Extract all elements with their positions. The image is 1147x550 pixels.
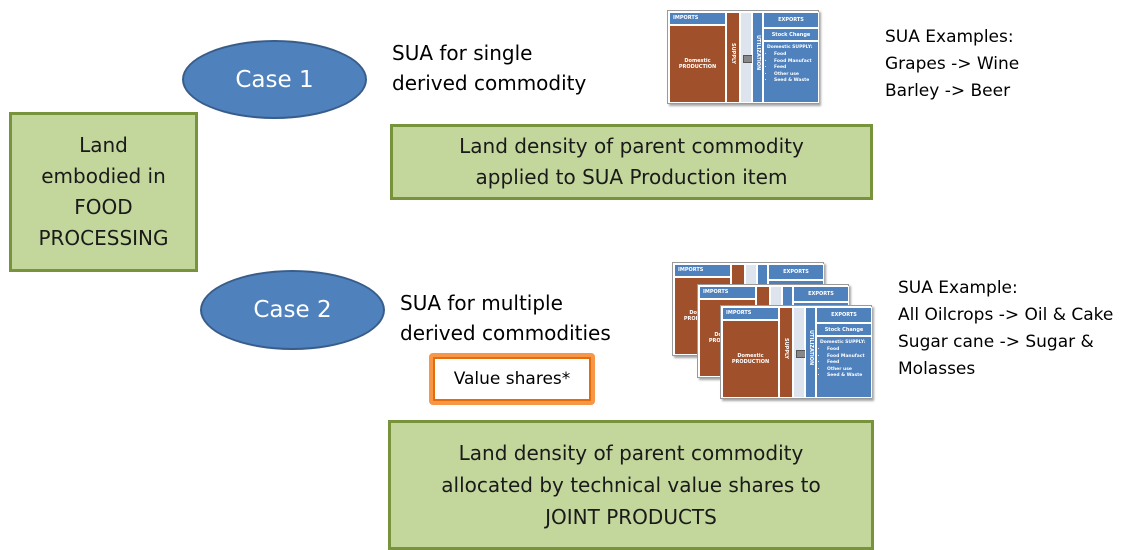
- case-2-sua-line-2: derived commodities: [400, 321, 611, 345]
- case-2-example-3: Molasses: [898, 359, 976, 379]
- sua-use-item: Food Manufact: [774, 59, 815, 66]
- sua-supply: SUPPLY: [730, 43, 736, 65]
- case-2-result-line-3: JOINT PRODUCTS: [545, 505, 717, 529]
- case-2-example-2: Sugar cane -> Sugar &: [898, 332, 1094, 352]
- sua-use-item: Feed: [827, 360, 868, 367]
- sua-domestic-supply: Domestic SUPPLY: Food Food Manufact Feed…: [763, 41, 819, 103]
- case-2-examples: SUA Example: All Oilcrops -> Oil & Cake …: [898, 275, 1113, 383]
- sua-supply-column: SUPPLY: [779, 307, 793, 398]
- value-shares-label: Value shares*: [433, 357, 591, 401]
- sua-exports: EXPORTS: [793, 286, 849, 302]
- food-processing-box: Land embodied in FOOD PROCESSING: [9, 112, 198, 272]
- sua-imports: IMPORTS: [699, 286, 756, 299]
- food-processing-line-4: PROCESSING: [38, 226, 169, 250]
- sua-use-item: Food: [827, 347, 868, 354]
- case-1-result-line-1: Land density of parent commodity: [459, 134, 804, 158]
- value-shares-box: Value shares*: [429, 353, 595, 405]
- case-2-sua-text: SUA for multiple derived commodities: [400, 288, 611, 348]
- sua-imports: IMPORTS: [722, 307, 779, 320]
- case-2-example-1: All Oilcrops -> Oil & Cake: [898, 305, 1114, 325]
- sua-utilization-column: UTILIZATION: [752, 12, 763, 103]
- case-2-result-line-2: allocated by technical value shares to: [441, 473, 821, 497]
- case-1-result-box: Land density of parent commodity applied…: [390, 124, 873, 200]
- sua-production: Domestic PRODUCTION: [722, 320, 779, 398]
- sua-utilization: UTILIZATION: [755, 35, 761, 71]
- sua-exports: EXPORTS: [763, 12, 819, 28]
- case-1-ellipse: Case 1: [182, 40, 367, 119]
- case-1-result-line-2: applied to SUA Production item: [475, 165, 788, 189]
- food-processing-line-3: FOOD: [74, 195, 133, 219]
- case-1-label: Case 1: [235, 66, 314, 93]
- sua-balance-column: [793, 307, 806, 398]
- case-2-result-line-1: Land density of parent commodity: [458, 441, 804, 465]
- sua-utilization-column: UTILIZATION: [805, 307, 816, 398]
- sua-use-item: Food: [774, 52, 815, 59]
- sua-domestic-supply: Domestic SUPPLY: Food Food Manufact Feed…: [816, 336, 872, 398]
- case-1-examples: SUA Examples: Grapes -> Wine Barley -> B…: [885, 24, 1019, 105]
- sua-stock-change: Stock Change: [816, 323, 872, 336]
- sua-imports: IMPORTS: [669, 12, 726, 25]
- case-1-sua-line-2: derived commodity: [392, 71, 587, 95]
- sua-production: Domestic PRODUCTION: [669, 25, 726, 103]
- food-processing-line-2: embodied in: [41, 164, 166, 188]
- sua-use-item: Other use: [827, 367, 868, 374]
- sua-supply: SUPPLY: [783, 338, 789, 360]
- sua-table-stack-3: IMPORTS Domestic PRODUCTION SUPPLY UTILI…: [720, 305, 872, 399]
- sua-balance-column: [740, 12, 753, 103]
- sua-use-item: Food Manufact: [827, 354, 868, 361]
- sua-use-item: Seed & Waste: [827, 373, 868, 380]
- case-2-label: Case 2: [253, 297, 332, 323]
- sua-domestic-supply-title: Domestic SUPPLY:: [767, 45, 813, 50]
- sua-utilization: UTILIZATION: [808, 330, 814, 366]
- case-1-sua-line-1: SUA for single: [392, 41, 533, 65]
- sua-supply-column: SUPPLY: [726, 12, 740, 103]
- sua-exports: EXPORTS: [768, 264, 824, 280]
- case-2-examples-title: SUA Example:: [898, 278, 1018, 298]
- food-processing-line-1: Land: [79, 133, 128, 157]
- sua-use-item: Feed: [774, 65, 815, 72]
- case-1-example-1: Grapes -> Wine: [885, 54, 1020, 74]
- sua-exports: EXPORTS: [816, 307, 872, 323]
- sua-imports: IMPORTS: [674, 264, 731, 277]
- sua-domestic-supply-title: Domestic SUPPLY:: [820, 340, 866, 345]
- case-1-example-2: Barley -> Beer: [885, 81, 1011, 101]
- sua-use-item: Seed & Waste: [774, 78, 815, 85]
- case-1-sua-text: SUA for single derived commodity: [392, 38, 586, 98]
- sua-use-item: Other use: [774, 72, 815, 79]
- case-2-result-box: Land density of parent commodity allocat…: [388, 420, 874, 550]
- case-2-ellipse: Case 2: [200, 270, 385, 350]
- case-1-examples-title: SUA Examples:: [885, 27, 1014, 47]
- sua-table-case-1: IMPORTS Domestic PRODUCTION SUPPLY UTILI…: [667, 10, 819, 104]
- sua-stock-change: Stock Change: [763, 28, 819, 41]
- case-2-sua-line-1: SUA for multiple: [400, 291, 563, 315]
